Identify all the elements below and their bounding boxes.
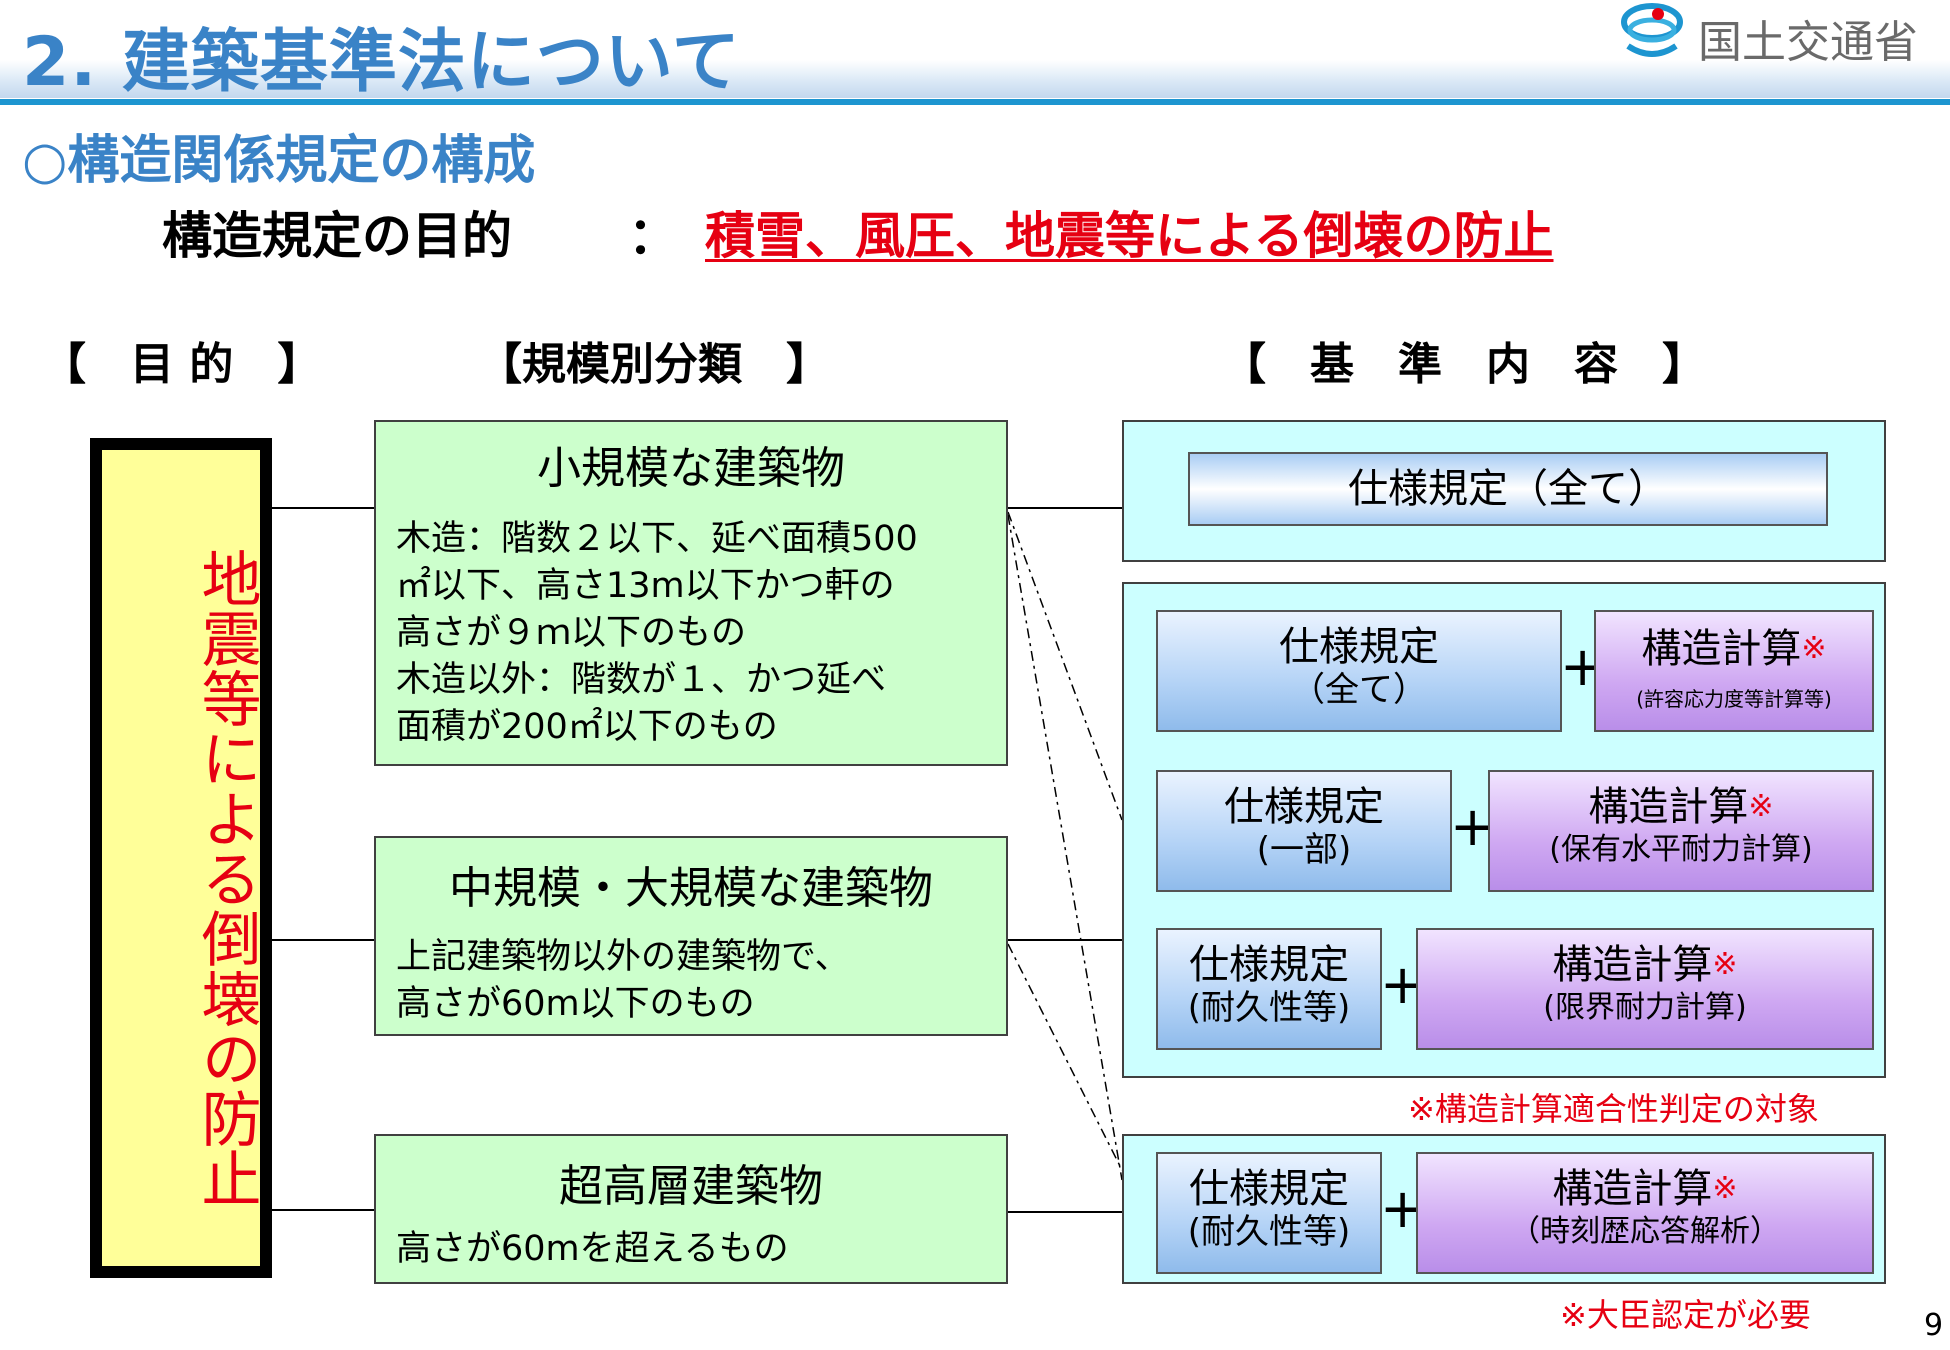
calc-main: 構造計算 <box>1641 626 1802 672</box>
page-number: 9 <box>1924 1308 1944 1343</box>
spec-box: 仕様規定 (一部) <box>1156 770 1452 892</box>
section-subtitle: ○構造関係規定の構成 <box>22 131 536 191</box>
header-rule <box>0 99 1950 105</box>
calc-mark: ※ <box>1712 947 1738 982</box>
spec-main: 仕様規定 <box>1224 784 1384 830</box>
spec-sub: （全て） <box>1291 670 1427 710</box>
criteria-group-high-rise: 仕様規定 (耐久性等) + 構造計算※ （時刻歴応答解析） <box>1122 1134 1886 1284</box>
criteria-group-small: 仕様規定（全て） <box>1122 420 1886 562</box>
calc-sub: （時刻歴応答解析） <box>1510 1214 1780 1249</box>
category-description: 木造：階数２以下、延べ面積500 ㎡以下、高さ13m以下かつ軒の 高さが９ｍ以下… <box>396 519 918 747</box>
calc-box: 構造計算※ (許容応力度等計算等) <box>1594 610 1874 732</box>
category-title: 超高層建築物 <box>559 1161 823 1212</box>
spec-main: 仕様規定 <box>1279 624 1439 670</box>
category-title: 小規模な建築物 <box>537 443 845 494</box>
calc-sub: (許容応力度等計算等) <box>1636 687 1832 711</box>
category-medium-large: 中規模・大規模な建築物 上記建築物以外の建築物で、 高さが60m以下のもの <box>374 836 1008 1036</box>
note-minister-approval: ※大臣認定が必要 <box>1560 1296 1811 1334</box>
header-band <box>0 60 1950 98</box>
note-conformity-judgement: ※構造計算適合性判定の対象 <box>1408 1090 1819 1128</box>
plus-sign: + <box>1450 795 1496 858</box>
criteria-group-medium: 仕様規定 （全て） + 構造計算※ (許容応力度等計算等) 仕様規定 (一部) … <box>1122 582 1886 1078</box>
calc-mark: ※ <box>1748 789 1774 824</box>
calc-main: 構造計算 <box>1588 784 1749 830</box>
category-title: 中規模・大規模な建築物 <box>449 863 933 914</box>
column-heading-goal: 【 目 的 】 <box>42 339 322 390</box>
mlit-logo: 国土交通省 <box>1618 0 1948 68</box>
calc-mark: ※ <box>1801 631 1827 666</box>
spec-main: 仕様規定 <box>1189 942 1349 988</box>
logo-text: 国土交通省 <box>1698 17 1918 68</box>
category-description: 高さが60mを超えるもの <box>396 1229 789 1269</box>
column-heading-criteria: 【 基 準 内 容 】 <box>1222 339 1706 390</box>
mlit-logo-icon <box>1621 3 1683 57</box>
spec-main: 仕様規定 <box>1189 1166 1349 1212</box>
spec-box: 仕様規定 (耐久性等) <box>1156 1152 1382 1274</box>
purpose-value: 積雪、風圧、地震等による倒壊の防止 <box>705 207 1554 265</box>
spec-box: 仕様規定 (耐久性等) <box>1156 928 1382 1050</box>
calc-box: 構造計算※ (保有水平耐力計算) <box>1488 770 1874 892</box>
page-title: 2. 建築基準法について <box>22 23 741 102</box>
spec-sub: (耐久性等) <box>1187 1212 1351 1252</box>
spec-label: 仕様規定（全て） <box>1348 466 1668 512</box>
spec-box: 仕様規定 （全て） <box>1156 610 1562 732</box>
spec-box-all: 仕様規定（全て） <box>1188 452 1828 526</box>
category-small: 小規模な建築物 木造：階数２以下、延べ面積500 ㎡以下、高さ13m以下かつ軒の… <box>374 420 1008 766</box>
calc-main: 構造計算 <box>1552 1166 1713 1212</box>
category-description: 上記建築物以外の建築物で、 高さが60m以下のもの <box>396 937 850 1024</box>
column-heading-classification: 【規模別分類 】 <box>478 339 830 390</box>
calc-sub: (保有水平耐力計算) <box>1549 832 1813 867</box>
spec-sub: (一部) <box>1256 830 1352 870</box>
dashed-medium-group3 <box>1007 943 1123 1171</box>
calc-main: 構造計算 <box>1552 942 1713 988</box>
calc-box: 構造計算※ (限界耐力計算) <box>1416 928 1874 1050</box>
purpose-label: 構造規定の目的 <box>162 207 512 265</box>
spec-sub: (耐久性等) <box>1187 988 1351 1028</box>
category-high-rise: 超高層建築物 高さが60mを超えるもの <box>374 1134 1008 1284</box>
purpose-colon: ： <box>628 207 678 265</box>
calc-sub: (限界耐力計算) <box>1543 990 1747 1025</box>
dashed-small-group2 <box>1007 511 1123 821</box>
calc-mark: ※ <box>1712 1171 1738 1206</box>
calc-box: 構造計算※ （時刻歴応答解析） <box>1416 1152 1874 1274</box>
goal-box: 地震等による倒壊の防止 <box>90 438 272 1278</box>
dashed-small-group3 <box>1007 514 1123 1181</box>
goal-text: 地震等による倒壊の防止 <box>191 548 261 1208</box>
